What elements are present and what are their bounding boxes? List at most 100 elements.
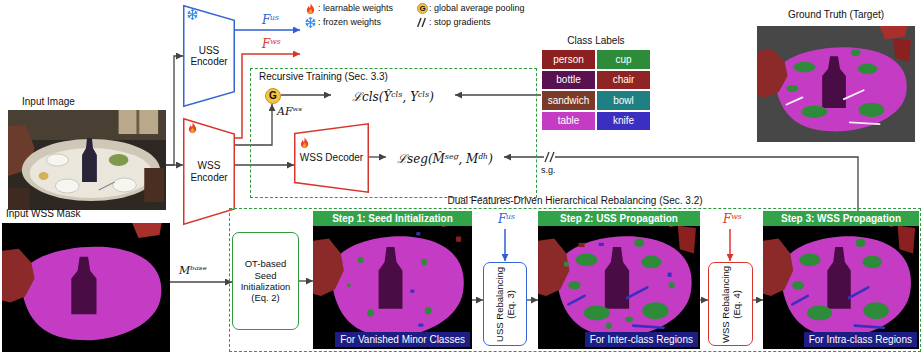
step-panel: Step 1: Seed InitializationFor Vanished … <box>313 211 472 349</box>
step-footer: For Inter-class Regions <box>585 332 698 347</box>
ground-truth-mask <box>757 26 907 131</box>
step-seeds <box>347 232 461 326</box>
step-footer: For Vanished Minor Classes <box>335 332 470 347</box>
input-mask-scene <box>2 223 162 340</box>
class-name: sandwich <box>548 95 590 106</box>
stop-gradient-gap <box>544 149 555 164</box>
pooling-label: G <box>269 91 277 101</box>
step-noise <box>564 243 675 329</box>
region-title: Recursive Training (Sec. 3.3) <box>251 69 536 83</box>
process-label: OT-based Seed Initialization (Eq. 2) <box>237 258 294 304</box>
block-label: WSS Encoder <box>186 160 232 183</box>
loss-term: ℒcls(Ŷᶜˡˢ, Yᶜˡˢ) <box>331 86 455 106</box>
learnable-icon <box>189 122 196 133</box>
legend-entry: : stop gradients <box>416 17 491 28</box>
decoder-block: WSS Decoder <box>294 123 369 193</box>
loss-formula: ℒcls(Ŷᶜˡˢ, Yᶜˡˢ) <box>352 88 434 105</box>
process-box: USS Rebalancing (Eq. 3) <box>483 262 527 346</box>
class-label-cell: bottle <box>541 70 596 91</box>
step-knives <box>792 287 884 327</box>
step-mask <box>313 211 464 336</box>
class-label-cell: table <box>541 111 596 132</box>
class-label-table: Class Labelspersoncupbottlechairsandwich… <box>541 33 651 132</box>
class-label-cell: sandwich <box>541 90 596 111</box>
class-name: knife <box>613 115 634 126</box>
ground-truth-objects <box>787 38 911 117</box>
feature-label: Fᵘˢ <box>262 13 279 27</box>
mask-background <box>763 211 919 349</box>
process-label: USS Rebalancing (Eq. 3) <box>494 265 517 343</box>
connector <box>455 94 541 95</box>
edge-label-holder: AFʷˢ <box>276 105 303 118</box>
connector <box>527 299 538 300</box>
mask-background <box>2 223 170 352</box>
feature-arrow <box>235 29 300 31</box>
legend-symbol <box>418 18 426 27</box>
legend-text: : learnable weights <box>318 3 393 14</box>
connector <box>235 104 272 145</box>
dashed-frame <box>229 208 921 352</box>
frozen-icon <box>188 9 197 19</box>
edge-label: s.g. <box>540 165 557 175</box>
connector <box>299 280 313 281</box>
class-name: bottle <box>556 74 580 85</box>
legend-text: : stop gradients <box>429 17 491 28</box>
pooling-symbol: G <box>417 3 428 14</box>
class-label-cell: chair <box>596 70 651 91</box>
feature-label: Fʷˢ <box>262 37 281 51</box>
image-caption: Ground Truth (Target) <box>755 8 917 22</box>
encoder-block: WSS Encoder <box>183 118 235 225</box>
class-label-cell: bowl <box>596 90 651 111</box>
label-holder: Fᵘˢ <box>498 212 515 226</box>
feature-arrow <box>504 229 506 261</box>
feature-label: Fʷˢ <box>723 212 742 226</box>
label-holder: G <box>417 3 428 14</box>
connector <box>369 156 386 157</box>
trapezoid-outline <box>184 119 235 225</box>
ground-truth-image: Ground Truth (Target) <box>755 8 917 142</box>
legend-icon <box>305 17 316 28</box>
learnable-icon <box>301 137 308 148</box>
legend-entry: : global average pooling <box>416 3 525 14</box>
step-header: Step 2: USS Propagation <box>538 211 700 226</box>
block-label: WSS Decoder <box>300 152 363 164</box>
encoder-block: USS Encoder <box>183 5 235 107</box>
trapezoid-outline <box>184 6 235 107</box>
loss-formula: ℒseg(M̂ˢᵉᵍ, Mᵈʰ) <box>397 150 493 167</box>
pooling-node: G <box>265 88 281 104</box>
mask-background <box>313 211 472 349</box>
legend-text: : frozen weights <box>318 17 381 28</box>
connector <box>472 299 483 300</box>
connector <box>753 299 763 300</box>
step-panel: Step 3: WSS PropagationFor Intra-class R… <box>763 211 919 349</box>
class-label-cell: cup <box>596 49 651 70</box>
process-box: OT-based Seed Initialization (Eq. 2) <box>232 232 299 330</box>
label-holder: Fʷˢ <box>262 37 281 51</box>
training-region: Recursive Training (Sec. 3.3) G ℒcls(Ŷᶜˡˢ,… <box>250 68 537 198</box>
step-mask <box>763 211 911 336</box>
step-panel: Step 2: USS PropagationFor Inter-class R… <box>538 211 700 349</box>
label-holder: Fᵘˢ <box>262 13 279 27</box>
connector <box>235 164 294 165</box>
class-name: bowl <box>613 95 634 106</box>
step-objects <box>792 226 915 320</box>
region-title: Dual Features-Driven Hierarchical Rebala… <box>229 194 921 207</box>
edge-label: AFʷˢ <box>276 105 303 118</box>
connector <box>281 94 331 95</box>
legend-symbol <box>307 3 314 14</box>
legend-entry: : learnable weights <box>305 3 393 14</box>
class-name: person <box>553 54 584 65</box>
rebalancing-region: Dual Features-Driven Hierarchical Rebala… <box>229 194 921 352</box>
class-label-cell: knife <box>596 111 651 132</box>
input-mask: Input WSS Mask <box>2 207 170 352</box>
edge-label-holder: s.g. <box>540 165 557 175</box>
connector <box>166 56 183 165</box>
stop-gradient-symbol <box>545 152 554 162</box>
ground-truth-knives <box>787 90 880 124</box>
legend-icon <box>416 17 427 28</box>
feature-arrow <box>235 54 300 138</box>
